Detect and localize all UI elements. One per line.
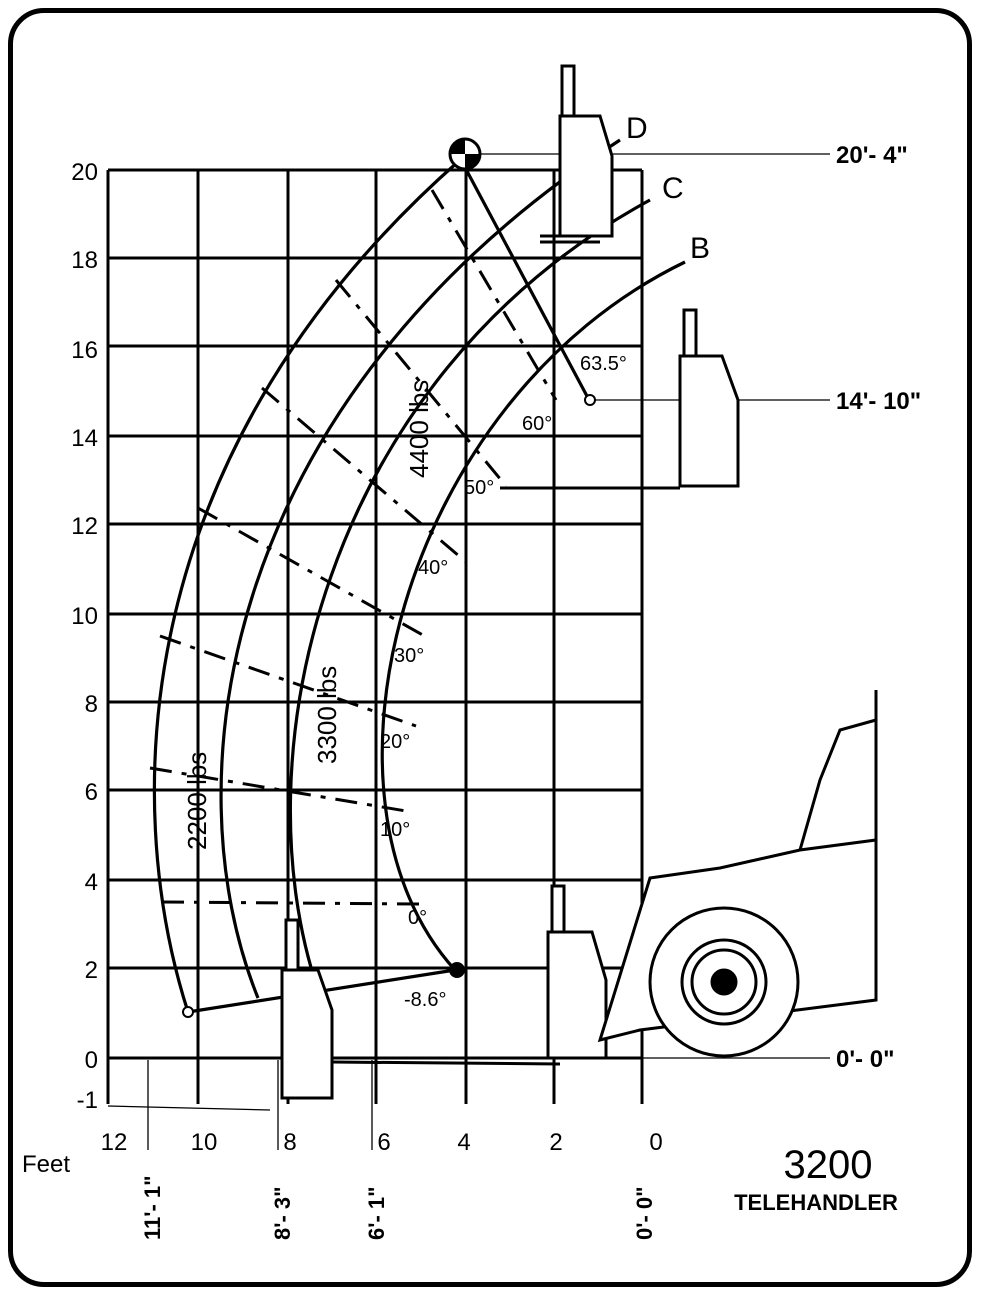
x-tick-label: 2 <box>549 1129 562 1156</box>
zone-dividers <box>149 189 558 906</box>
y-tick-label: 16 <box>71 337 98 364</box>
x-tick-label: 10 <box>191 1129 218 1156</box>
load-arcs <box>152 138 686 1014</box>
y-tick-label: 20 <box>71 159 98 186</box>
arc-b <box>380 260 686 972</box>
y-tick-label: 18 <box>71 247 98 274</box>
fork-low <box>280 918 561 1100</box>
top-boundary <box>458 157 590 399</box>
y-tick-label: 4 <box>85 869 98 896</box>
angle-60: 60° <box>522 413 552 435</box>
x-tick-label: 12 <box>101 1129 128 1156</box>
arc-c <box>288 198 651 991</box>
angle-0: 0° <box>408 907 427 929</box>
y-tick-label: 12 <box>71 513 98 540</box>
dim-20-4: 20'- 4" <box>836 142 908 169</box>
y-tick-label: 14 <box>71 425 98 452</box>
x-tick-label: 8 <box>283 1129 296 1156</box>
dim-0-0-vertical: 0'- 0" <box>632 1186 657 1240</box>
dim-0-0-horizontal: 0'- 0" <box>836 1046 894 1073</box>
feet-label: Feet <box>22 1151 70 1178</box>
arc-label-d: D <box>626 112 648 145</box>
x-tick-label: 6 <box>377 1129 390 1156</box>
x-tick-label: 4 <box>457 1129 470 1156</box>
load-3300: 3300 lbs <box>312 666 342 764</box>
angle-40: 40° <box>418 557 448 579</box>
model-number: 3200 <box>784 1143 873 1187</box>
dim-6-1: 6'- 1" <box>364 1186 389 1240</box>
fork-ground <box>546 884 608 1060</box>
x-tick-label: 0 <box>649 1129 662 1156</box>
arc-outer <box>152 158 462 1013</box>
fork-top <box>540 64 614 244</box>
angle-63-5: 63.5° <box>580 353 627 375</box>
y-tick-label: 8 <box>85 691 98 718</box>
angle-10: 10° <box>380 819 410 841</box>
y-tick-label: 10 <box>71 603 98 630</box>
load-4400: 4400 lbs <box>404 380 434 478</box>
dim-11-1: 11'- 1" <box>140 1175 165 1240</box>
y-tick-label: 6 <box>85 779 98 806</box>
x-axis-ticks: 12 10 8 6 4 2 0 <box>101 1129 663 1156</box>
arc-label-c: C <box>662 172 684 205</box>
arc-label-b: B <box>690 232 710 265</box>
dim-8-3: 8'- 3" <box>270 1186 295 1240</box>
model-name: TELEHANDLER <box>734 1190 898 1215</box>
load-2200: 2200 lbs <box>182 752 212 850</box>
y-tick-label: 0 <box>85 1047 98 1074</box>
low-pivot <box>449 962 465 978</box>
y-tick-label: 2 <box>85 957 98 984</box>
dim-14-10: 14'- 10" <box>836 388 921 415</box>
fork-mid <box>500 308 740 490</box>
y-tick-label: -1 <box>77 1087 98 1114</box>
angle-20: 20° <box>380 731 410 753</box>
telehandler-machine <box>597 690 878 1058</box>
arc-d <box>219 138 621 999</box>
angle-labels: 63.5° 60° 50° 40° 30° 20° 10° 0° -8.6° <box>380 353 627 1011</box>
angle-50: 50° <box>464 477 494 499</box>
pivot-markers <box>182 137 596 1018</box>
angle-minus-8-6: -8.6° <box>404 989 446 1011</box>
angle-30: 30° <box>394 645 424 667</box>
fork-carriages <box>280 64 740 1100</box>
